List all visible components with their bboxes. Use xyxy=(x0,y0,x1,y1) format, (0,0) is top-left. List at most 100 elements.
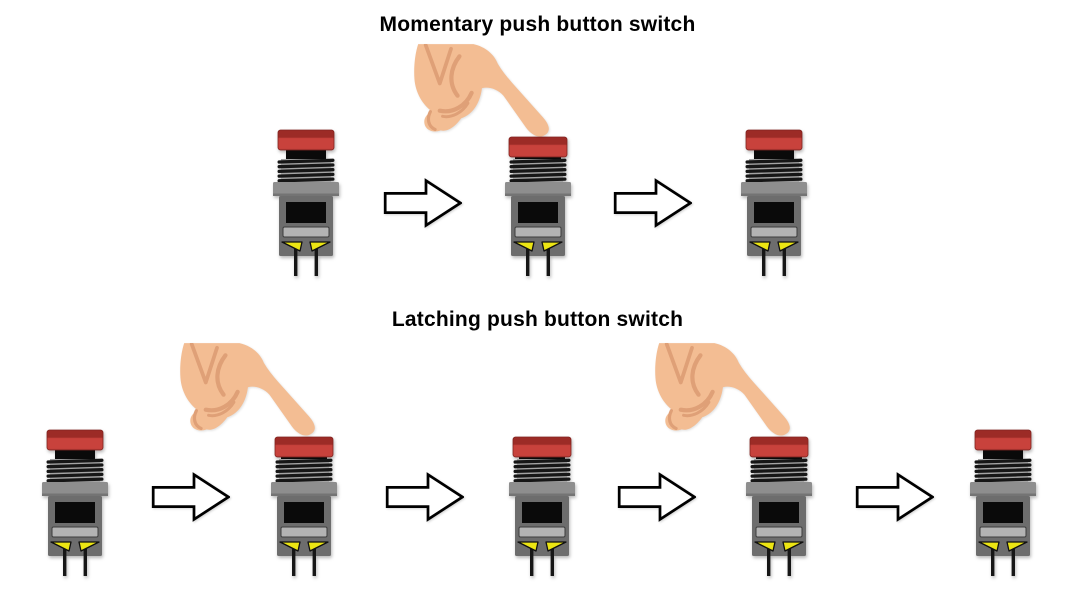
push-button-switch-pressed-art xyxy=(509,436,575,576)
collar-shadow xyxy=(273,193,339,196)
latching-step-7-switch-pressed xyxy=(737,428,821,578)
contact-right xyxy=(309,241,331,252)
wrist-fold-crease xyxy=(189,343,219,385)
mounting-collar xyxy=(42,482,108,496)
collar-shadow xyxy=(42,493,108,496)
pin-right xyxy=(312,544,316,576)
mounting-collar xyxy=(741,182,807,196)
body-window xyxy=(55,502,95,523)
pin-left xyxy=(530,544,534,576)
pin-right xyxy=(782,244,786,276)
contact-right xyxy=(1006,541,1028,552)
pin-left xyxy=(63,544,67,576)
right-arrow-icon xyxy=(617,472,696,522)
mounting-collar xyxy=(746,482,812,496)
momentary-step-2-arrow-icon xyxy=(382,176,462,230)
thread-stripes xyxy=(974,458,1032,483)
push-button-switch-pressed-art xyxy=(505,136,571,276)
mounting-collar xyxy=(509,482,575,496)
latching-section-title: Latching push button switch xyxy=(391,308,684,331)
slider-bar xyxy=(979,526,1027,538)
mounting-collar xyxy=(505,182,571,196)
latching-step-4-arrow-icon xyxy=(384,470,464,524)
contact-left xyxy=(749,241,771,252)
pressing-hand-icon xyxy=(414,44,549,137)
latching-step-6-arrow-icon xyxy=(616,470,696,524)
collar-shadow xyxy=(746,493,812,496)
right-arrow-icon xyxy=(855,472,934,522)
latching-step-8-arrow-icon xyxy=(854,470,934,524)
arrow-shape xyxy=(617,472,696,522)
contact-left xyxy=(281,241,303,252)
thread-stripes xyxy=(509,158,567,183)
slider-bar xyxy=(755,526,803,538)
pin-left xyxy=(294,244,298,276)
arrow-shape xyxy=(151,472,230,522)
lower-finger-crease-2 xyxy=(682,400,711,418)
contact-right xyxy=(782,541,804,552)
latching-step-1-switch-released xyxy=(33,428,117,578)
momentary-step-1-switch-released xyxy=(264,128,348,278)
contact-left xyxy=(279,541,301,552)
collar-shadow xyxy=(741,193,807,196)
collar-shadow xyxy=(970,493,1036,496)
button-cap xyxy=(745,129,803,151)
pressing-hand-icon xyxy=(180,343,315,436)
pin-right xyxy=(546,244,550,276)
button-cap xyxy=(749,436,809,458)
thumb-crease xyxy=(667,409,678,431)
arrow-shape xyxy=(855,472,934,522)
button-plunger xyxy=(286,148,326,160)
thumb-crease xyxy=(426,110,437,132)
arrow-shape xyxy=(613,178,692,228)
button-plunger xyxy=(756,455,802,460)
pin-right xyxy=(550,544,554,576)
push-button-switch-pressed-art xyxy=(271,436,337,576)
wrist-fold-crease xyxy=(664,343,694,385)
lower-finger-crease xyxy=(678,389,715,413)
thread-stripes xyxy=(46,458,104,483)
pin-left xyxy=(767,544,771,576)
wrist-fold-crease xyxy=(423,44,453,86)
body-window xyxy=(754,202,794,223)
collar-shadow xyxy=(505,193,571,196)
pin-left xyxy=(991,544,995,576)
contact-left xyxy=(513,241,535,252)
slider-bar xyxy=(51,526,99,538)
hand-creases xyxy=(664,343,715,431)
pin-right xyxy=(83,544,87,576)
body-window xyxy=(518,202,558,223)
pin-left xyxy=(526,244,530,276)
collar-shadow xyxy=(509,493,575,496)
button-cap xyxy=(508,136,568,158)
slider-bar xyxy=(280,526,328,538)
button-plunger xyxy=(754,148,794,160)
pin-right xyxy=(1011,544,1015,576)
pin-right xyxy=(314,244,318,276)
momentary-step-3-switch-pressed xyxy=(496,128,580,278)
latching-step-3-switch-pressed xyxy=(262,428,346,578)
latching-step-2-arrow-icon xyxy=(150,470,230,524)
arrow-shape xyxy=(385,472,464,522)
latching-step-7-pressing-hand-icon xyxy=(647,343,797,437)
curled-finger-crease xyxy=(690,353,703,397)
latching-step-5-switch-pressed xyxy=(500,428,584,578)
push-button-switch-released-art xyxy=(970,429,1036,576)
contact-left xyxy=(517,541,539,552)
slider-bar xyxy=(282,226,330,238)
slider-bar xyxy=(514,226,562,238)
hand-silhouette xyxy=(655,343,790,436)
contact-right xyxy=(307,541,329,552)
push-button-switch-released-art xyxy=(741,129,807,276)
curled-finger-crease xyxy=(215,353,228,397)
right-arrow-icon xyxy=(385,472,464,522)
button-cap xyxy=(277,129,335,151)
button-plunger xyxy=(55,448,95,460)
body-window xyxy=(286,202,326,223)
pressing-hand-icon xyxy=(655,343,790,436)
hand-creases xyxy=(423,44,474,132)
lower-finger-crease xyxy=(203,389,240,413)
latching-step-9-switch-released xyxy=(961,428,1045,578)
button-cap xyxy=(46,429,104,451)
